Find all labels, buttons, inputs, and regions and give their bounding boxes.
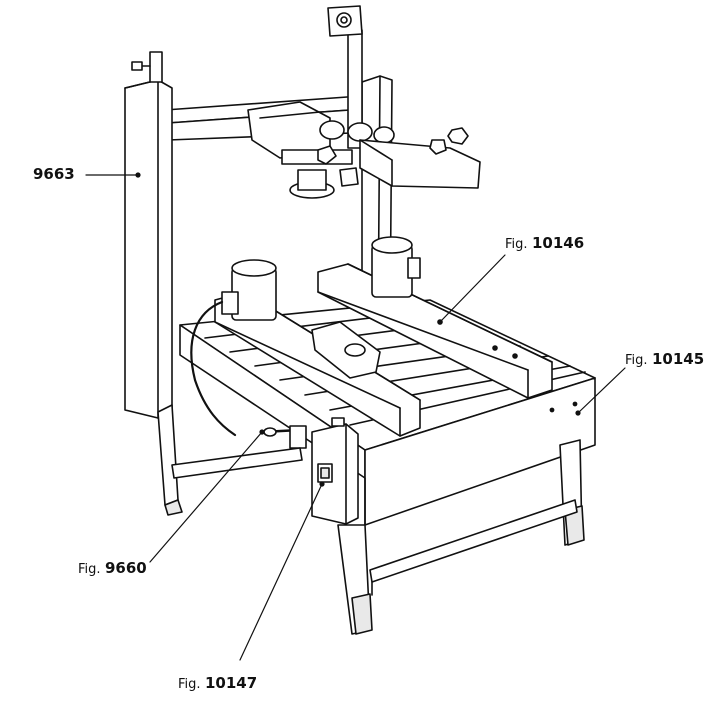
callout-prefix: Fig.: [78, 562, 101, 577]
left-belt-unit: [190, 259, 421, 437]
callout-9660: Fig. 9660: [78, 559, 147, 577]
crank-handle-9660: [260, 425, 307, 449]
callout-number: 9660: [104, 559, 147, 577]
callout-10147: Fig. 10147: [178, 674, 258, 692]
callout-number: 9663: [33, 165, 75, 183]
callout-number: 10146: [531, 234, 585, 252]
callout-10145: Fig. 10145: [625, 350, 705, 368]
side-column-9663: [124, 79, 173, 419]
callout-prefix: Fig.: [178, 677, 201, 692]
callout-9663: 9663: [33, 167, 75, 182]
callout-number: 10145: [651, 350, 705, 368]
leader-lines: [85, 172, 626, 661]
center-guide: [311, 321, 381, 379]
control-box-10147: [311, 417, 359, 525]
upper-head: [247, 101, 481, 199]
top-post: [327, 5, 363, 149]
callout-prefix: Fig.: [625, 353, 648, 368]
front-legs: [171, 439, 585, 635]
callout-prefix: Fig.: [505, 237, 528, 252]
callout-number: 10147: [204, 674, 258, 692]
right-belt-unit-10146: [317, 236, 553, 399]
callout-10146: Fig. 10146: [505, 234, 585, 252]
